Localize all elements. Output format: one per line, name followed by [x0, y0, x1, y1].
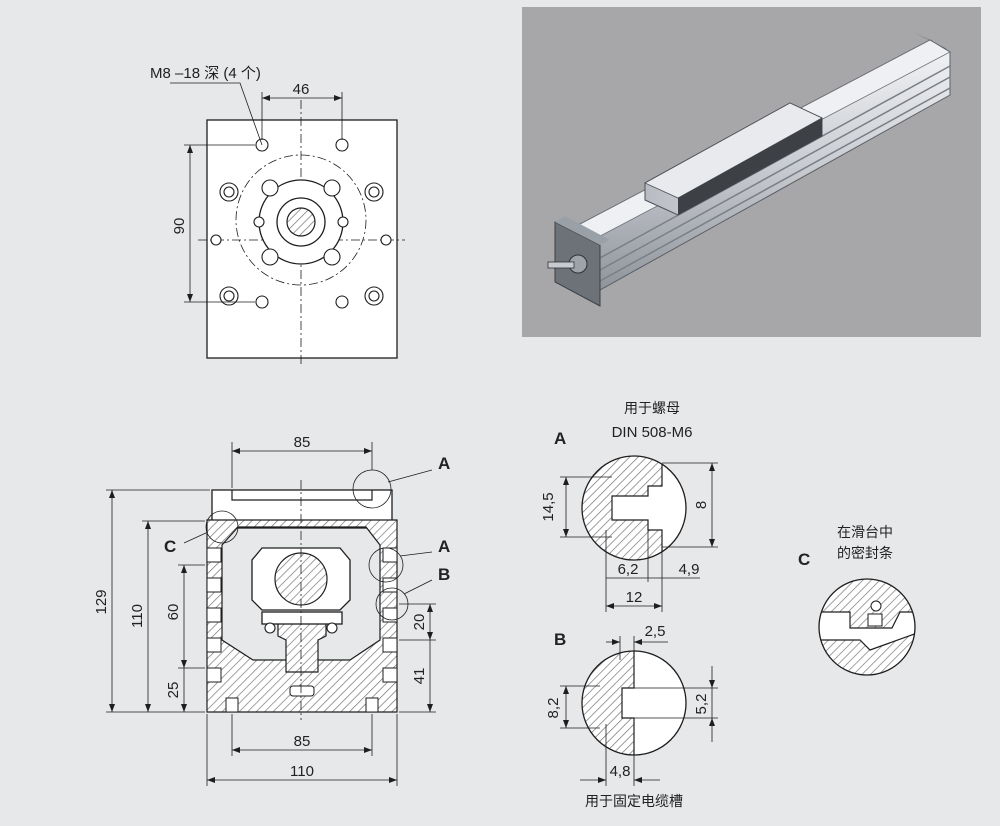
- dim-129: 129: [93, 589, 110, 614]
- detail-c: [818, 578, 916, 676]
- dim-60: 60: [165, 604, 182, 621]
- callout-a-top: A: [438, 454, 450, 473]
- dim-4-9: 4,9: [679, 561, 700, 578]
- detail-c-label: C: [798, 550, 810, 569]
- detail-b-caption: 用于固定电缆槽: [585, 793, 683, 809]
- detail-b: [560, 636, 718, 786]
- dim-85-top: 85: [294, 434, 311, 451]
- dim-110-width: 110: [290, 763, 314, 780]
- dim-2-5: 2,5: [645, 623, 666, 640]
- dim-8: 8: [693, 501, 710, 509]
- dim-90: 90: [171, 218, 188, 235]
- detail-a-caption-2: DIN 508-M6: [612, 424, 693, 441]
- dim-110-height: 110: [129, 604, 146, 628]
- thread-hole: [335, 295, 349, 309]
- detail-a: [560, 455, 718, 612]
- thread-hole: [255, 295, 269, 309]
- dim-8-2: 8,2: [545, 698, 562, 719]
- detail-c-caption-1: 在滑台中: [837, 524, 893, 540]
- detail-a-label: A: [554, 429, 566, 448]
- dim-4-8: 4,8: [610, 763, 631, 780]
- dim-5-2: 5,2: [693, 694, 710, 715]
- thread-note: M8 –18 深 (4 个): [150, 65, 261, 82]
- detail-c-caption-2: 的密封条: [837, 545, 893, 561]
- dim-25: 25: [165, 682, 182, 699]
- dim-46: 46: [293, 81, 310, 98]
- detail-a-caption-1: 用于螺母: [624, 400, 680, 416]
- dim-6-2: 6,2: [618, 561, 639, 578]
- dim-12: 12: [626, 589, 643, 606]
- dim-14-5: 14,5: [540, 492, 557, 521]
- top-view: [170, 82, 405, 365]
- callout-c: C: [164, 537, 176, 556]
- section-view: [106, 442, 436, 786]
- dim-20: 20: [411, 614, 428, 631]
- callout-a-side: A: [438, 537, 450, 556]
- product-photo: [522, 7, 981, 337]
- dim-85-bottom: 85: [294, 733, 311, 750]
- dim-41: 41: [411, 668, 428, 685]
- callout-b: B: [438, 565, 450, 584]
- thread-hole: [335, 138, 349, 152]
- detail-b-label: B: [554, 630, 566, 649]
